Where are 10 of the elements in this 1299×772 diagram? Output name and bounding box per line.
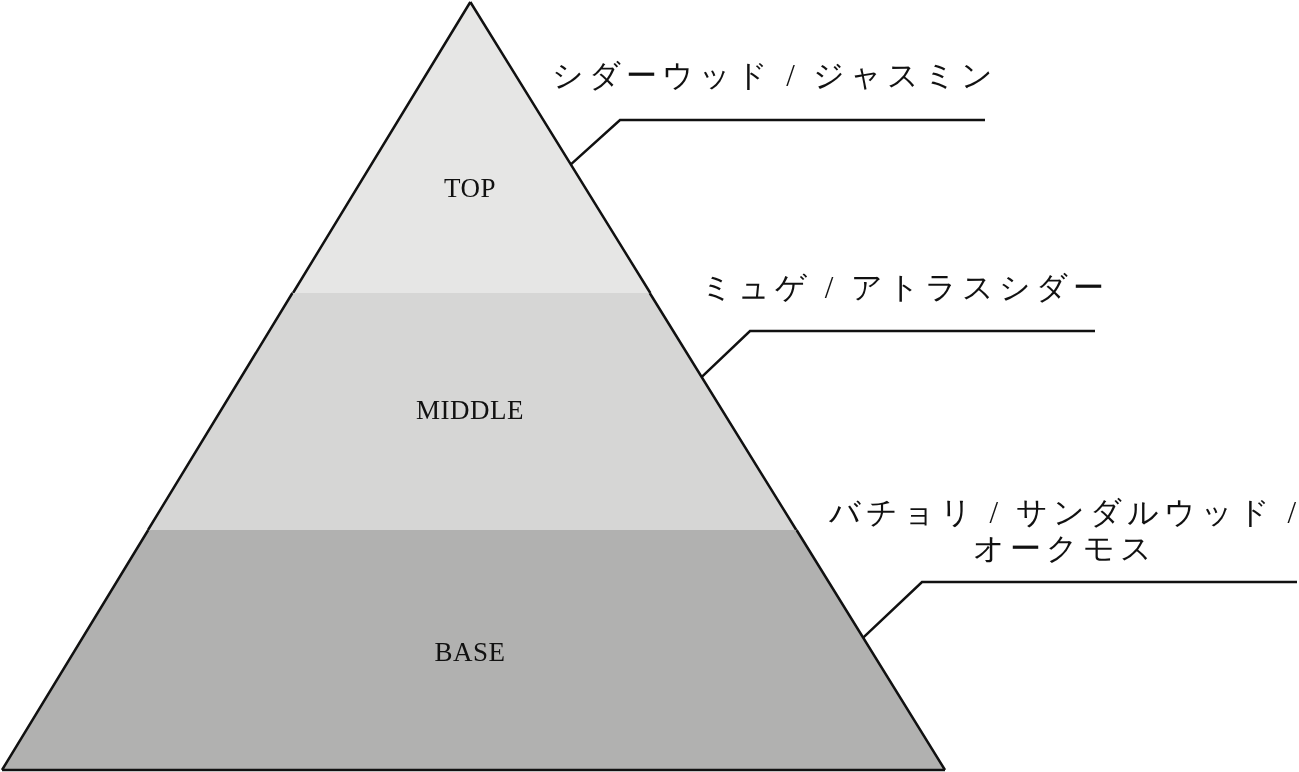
tier-label: BASE: [434, 636, 506, 668]
note-text: ミュゲ / アトラスシダー: [690, 270, 1120, 306]
note-text: シダーウッド / ジャスミン: [540, 58, 1010, 94]
tier-label: MIDDLE: [416, 394, 524, 426]
tier-label: TOP: [444, 172, 496, 204]
note-text: バチョリ / サンダルウッド / オークモス: [820, 495, 1299, 567]
leader-line: [569, 118, 985, 166]
leader-line: [700, 329, 1095, 378]
pyramid-tier: [2, 530, 945, 770]
leader-line: [862, 580, 1297, 639]
